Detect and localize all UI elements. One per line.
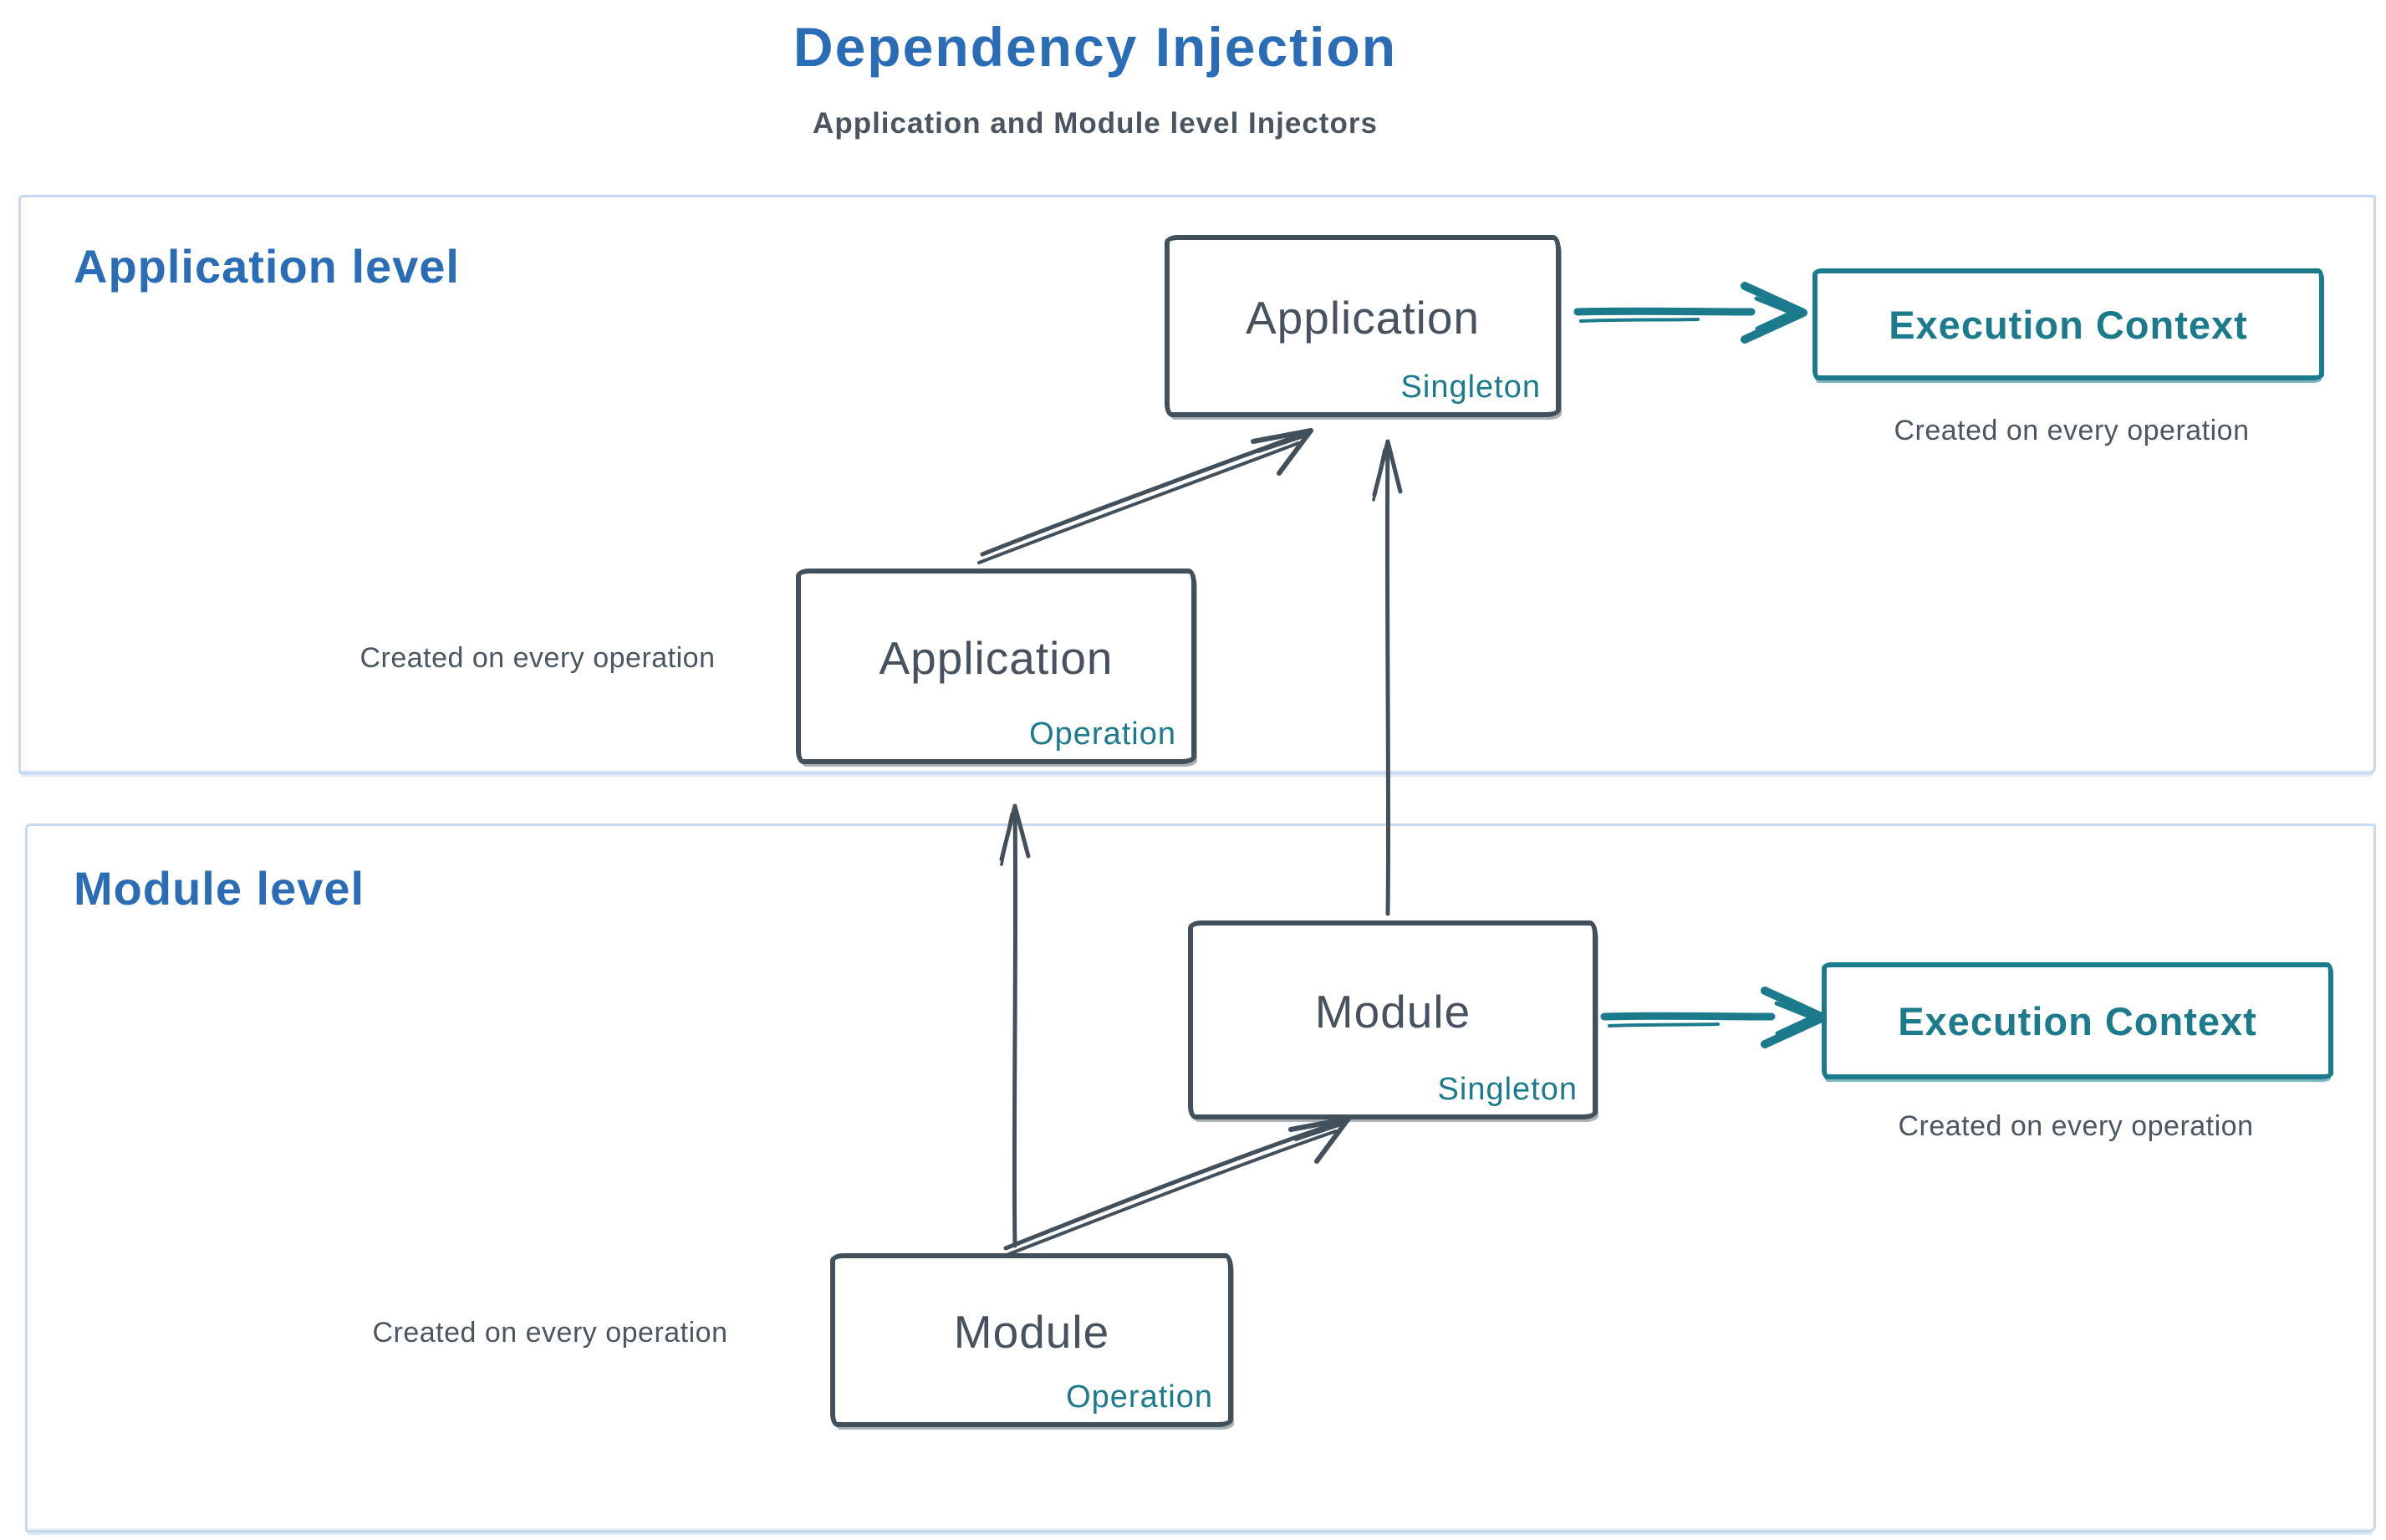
module-operation-title: Module: [953, 1306, 1110, 1358]
application-operation-title: Application: [879, 632, 1114, 684]
execution-context-caption-application: Created on every operation: [1894, 415, 2250, 446]
module-operation-tag: Operation: [1066, 1379, 1213, 1415]
application-operation-box: Application Operation: [796, 569, 1196, 764]
page-title: Dependency Injection: [793, 16, 1398, 78]
module-operation-caption: Created on every operation: [372, 1317, 728, 1349]
execution-context-title-module: Execution Context: [1898, 998, 2257, 1043]
execution-context-title-application: Execution Context: [1889, 302, 2248, 347]
application-operation-caption: Created on every operation: [359, 642, 716, 674]
application-singleton-box: Application Singleton: [1165, 235, 1561, 417]
execution-context-box-application: Execution Context: [1812, 268, 2324, 380]
arrow-app-operation-to-app-singleton: [964, 416, 1340, 571]
arrow-module-singleton-to-execution-context: [1599, 983, 1842, 1053]
arrow-app-singleton-to-execution-context: [1573, 278, 1823, 349]
execution-context-box-module: Execution Context: [1822, 962, 2333, 1079]
page-subtitle: Application and Module level Injectors: [813, 107, 1378, 140]
execution-context-caption-module: Created on every operation: [1898, 1110, 2254, 1142]
application-level-container: Application level Application Singleton …: [18, 195, 2376, 774]
module-singleton-title: Module: [1314, 986, 1471, 1038]
module-singleton-box: Module Singleton: [1188, 920, 1598, 1119]
module-singleton-tag: Singleton: [1437, 1072, 1578, 1107]
application-level-label: Application level: [74, 240, 460, 293]
application-singleton-title: Application: [1245, 292, 1481, 344]
application-operation-tag: Operation: [1029, 716, 1176, 752]
module-level-label: Module level: [74, 862, 365, 915]
arrow-module-singleton-to-application-singleton: [1364, 433, 1411, 920]
module-operation-box: Module Operation: [830, 1253, 1233, 1427]
application-singleton-tag: Singleton: [1400, 370, 1541, 405]
arrow-module-operation-to-application-operation: [992, 796, 1038, 1252]
module-level-container: Module level Module Singleton Execution …: [25, 824, 2376, 1532]
arrow-module-operation-to-module-singleton: [987, 1104, 1364, 1259]
